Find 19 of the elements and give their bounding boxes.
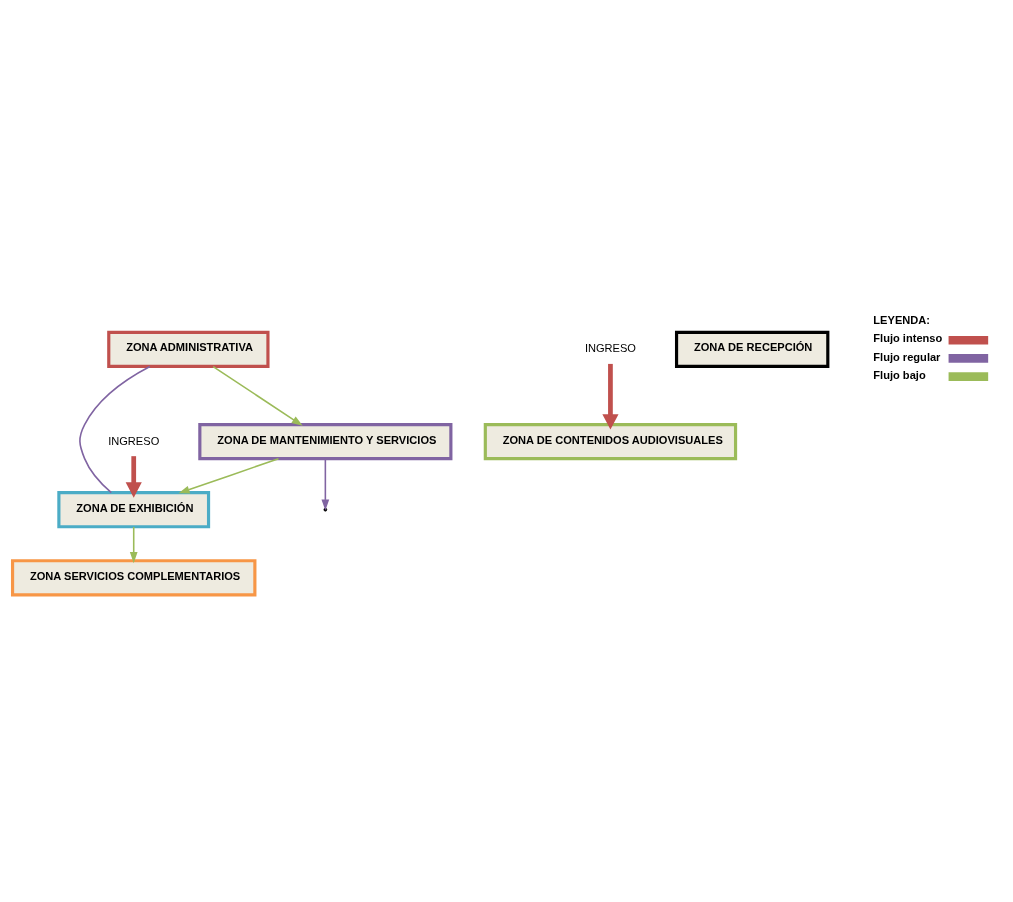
node-text: INGRESO: [108, 434, 160, 447]
node-box: ZONA DE CONTENIDOS AUDIOVISUALES: [483, 422, 738, 460]
node-box: ZONA DE RECEPCIÓN: [674, 330, 830, 368]
legend-label: Flujo regular: [873, 350, 941, 363]
arrow: [129, 525, 138, 563]
arrow: [212, 365, 303, 426]
arrow: [602, 363, 619, 430]
arrow: [178, 457, 280, 493]
legend-label: Flujo bajo: [873, 368, 926, 381]
label: LEYENDA:: [873, 313, 930, 326]
node-text: INGRESO: [584, 341, 636, 354]
node-box: ZONA SERVICIOS COMPLEMENTARIOS: [10, 558, 257, 596]
node-box: ZONA DE EXHIBICIÓN: [57, 490, 211, 528]
legend-label: Flujo intenso: [873, 331, 943, 344]
node-box: ZONA ADMINISTRATIVA: [107, 330, 270, 368]
connector: [79, 365, 151, 493]
arrow: [125, 455, 142, 498]
node-box: ZONA DE MANTENIMIENTO Y SERVICIOS: [198, 422, 453, 460]
arrow: [321, 457, 330, 511]
